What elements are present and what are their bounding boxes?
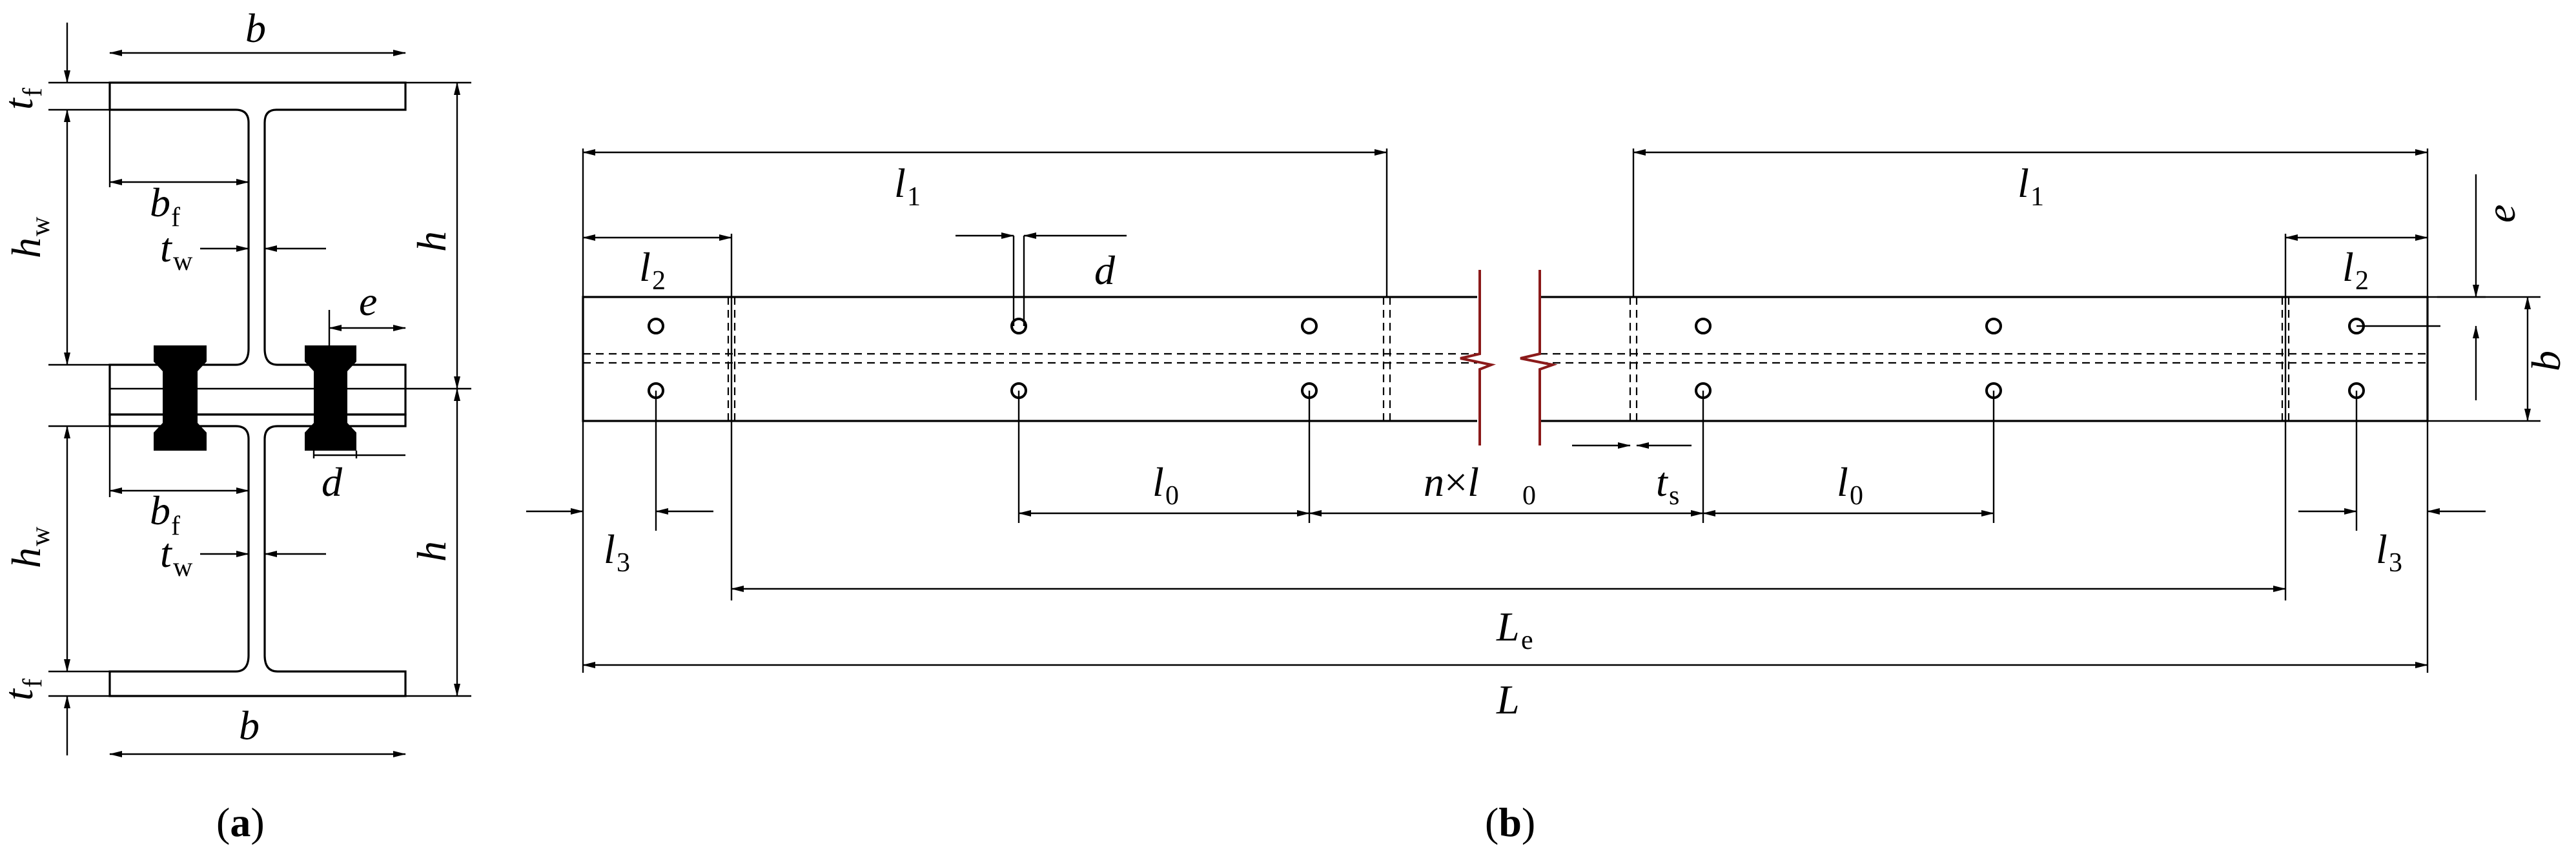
bf-bottom-label: b <box>150 487 170 533</box>
left-connector <box>154 345 207 451</box>
Le-sub: e <box>1521 626 1533 655</box>
l3-right-label: l <box>2376 526 2387 572</box>
tf-bottom-sub: f <box>18 679 48 688</box>
h-top-label: h <box>409 231 455 252</box>
l1-left-sub: 1 <box>907 182 921 212</box>
l3-left-sub: 3 <box>617 548 630 578</box>
b-top-label: b <box>245 5 266 51</box>
tf-top-sub: f <box>18 88 48 97</box>
bolt-hole <box>1301 318 1318 334</box>
n-times-l0-label: n×l <box>1424 459 1479 505</box>
beam-left-segment <box>582 296 1477 422</box>
Le-label: L <box>1496 604 1520 650</box>
d-label-b: d <box>1094 247 1116 293</box>
l1-right-label: l <box>2018 160 2029 206</box>
right-connector <box>305 345 356 451</box>
l3-right-sub: 3 <box>2389 548 2402 578</box>
hw-bottom-sub: w <box>26 526 56 546</box>
bolt-hole <box>1010 318 1027 334</box>
tw-top-sub: w <box>173 247 193 276</box>
beam-right-segment <box>1540 296 2429 422</box>
break-mark-left <box>1460 270 1497 445</box>
l1-right-sub: 1 <box>2030 182 2044 212</box>
l0-right-sub: 0 <box>1850 481 1863 511</box>
ts-sub: s <box>1669 481 1679 511</box>
l0-right-label: l <box>1837 459 1848 505</box>
l0-left-sub: 0 <box>1165 481 1179 511</box>
hw-top-sub: w <box>26 216 56 236</box>
tw-top-label: t <box>160 225 173 271</box>
hw-top-label: h <box>3 238 49 258</box>
bolt-holes <box>648 318 2365 399</box>
bf-top-sub: f <box>171 203 180 232</box>
n-times-l0-sub: 0 <box>1522 481 1536 511</box>
bolt-hole <box>1985 318 2002 334</box>
bolt-hole <box>1695 318 1712 334</box>
bolt-hole <box>648 318 664 334</box>
ts-label: t <box>1656 459 1669 505</box>
l2-right-sub: 2 <box>2355 266 2369 296</box>
hw-bottom-label: h <box>3 548 49 568</box>
tw-bottom-sub: w <box>173 553 193 582</box>
caption-b: (b) <box>1485 799 1535 845</box>
top-i-section-outline <box>108 81 407 416</box>
tf-bottom-label: t <box>0 688 41 701</box>
e-label-b: e <box>2478 205 2524 223</box>
break-mark-right <box>1520 270 1558 445</box>
bf-top-label: b <box>150 179 170 225</box>
caption-a: (a) <box>216 799 265 845</box>
bottom-i-section-outline <box>108 413 407 697</box>
panel-a-cross-section: b b t f h w h w t f <box>0 5 471 845</box>
l2-left-sub: 2 <box>652 266 666 296</box>
l2-left-label: l <box>639 244 651 290</box>
l3-left-label: l <box>604 526 615 572</box>
l2-right-label: l <box>2342 244 2354 290</box>
tf-top-label: t <box>0 97 41 110</box>
h-bottom-label: h <box>409 541 455 562</box>
L-label: L <box>1496 677 1520 722</box>
tw-bottom-label: t <box>160 530 173 576</box>
l0-left-label: l <box>1152 459 1164 505</box>
l1-left-label: l <box>894 160 906 206</box>
b-bottom-label: b <box>239 702 260 748</box>
e-label-a: e <box>359 278 377 324</box>
d-label-a: d <box>322 459 343 505</box>
panel-b-plan-view: l 1 l 1 l 2 l 2 d l 3 l 3 l 0 l <box>526 148 2569 845</box>
bf-bottom-sub: f <box>171 511 180 541</box>
b-label-b: b <box>2523 351 2569 371</box>
